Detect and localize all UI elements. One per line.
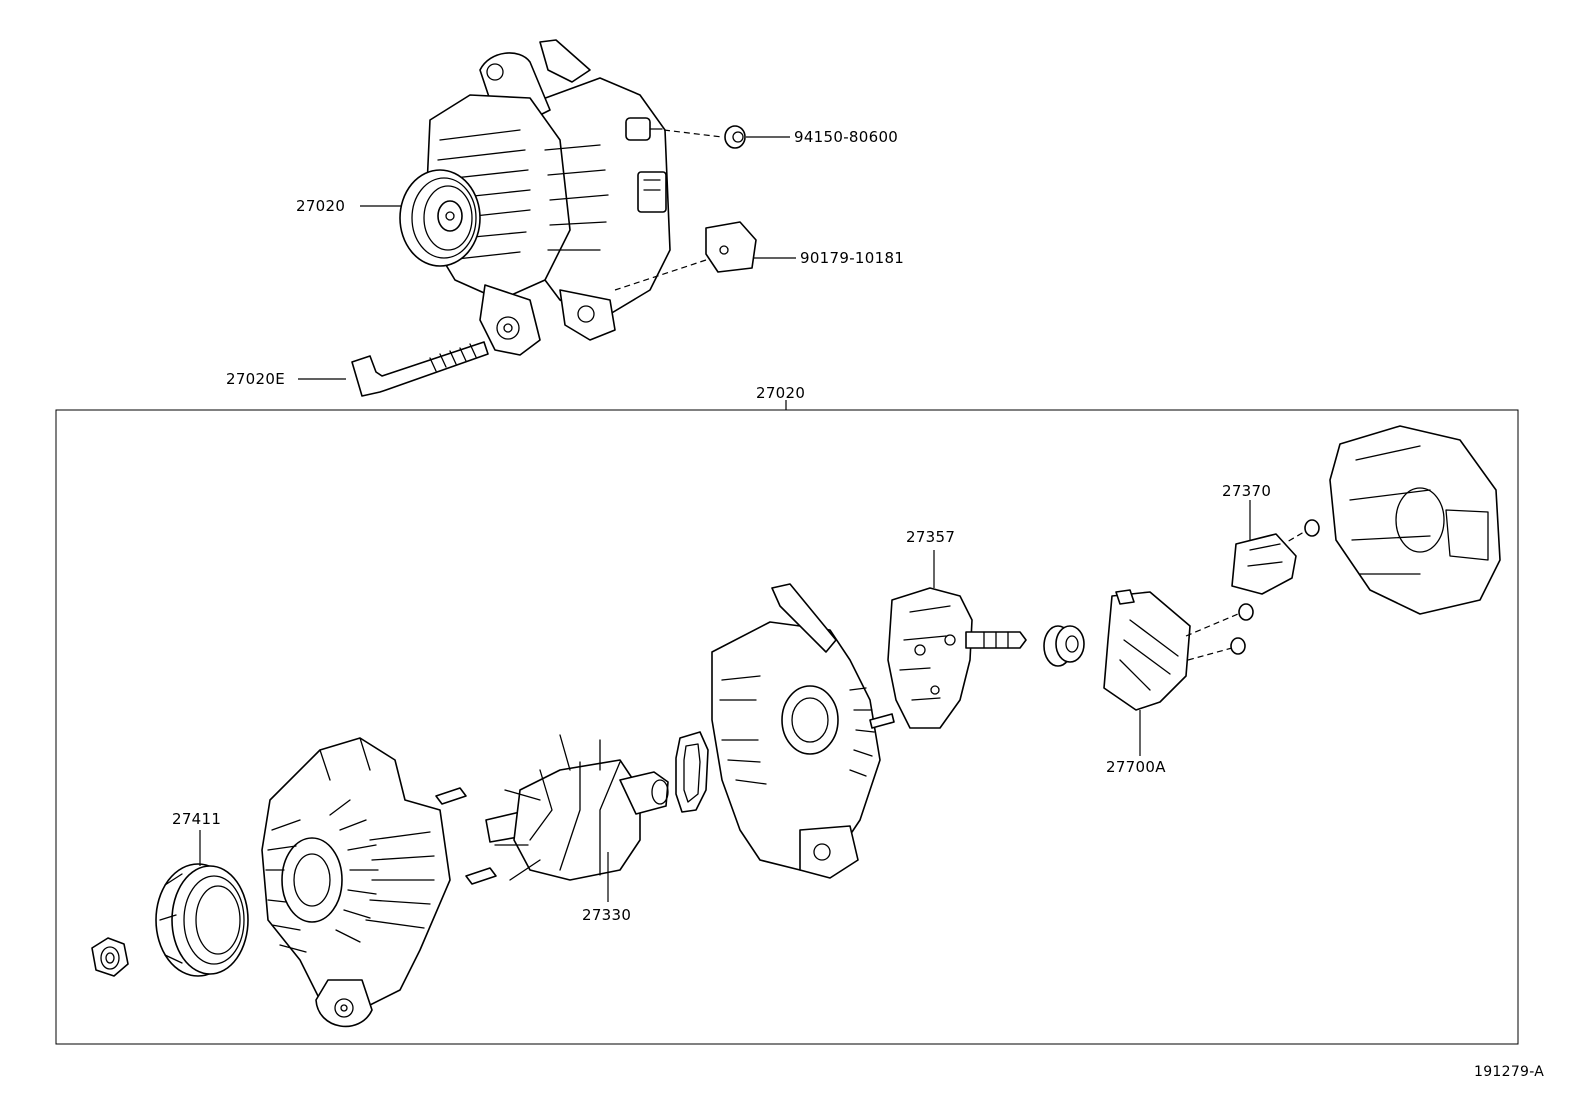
terminal-cover-part: [614, 221, 796, 291]
gasket-part: [675, 731, 709, 813]
brush-holder-part: [887, 550, 1027, 729]
regulator-part: [1103, 589, 1191, 756]
pulley-nut: [91, 937, 129, 977]
label-brush-holder: 27357: [906, 528, 955, 546]
label-regulator: 27700A: [1106, 758, 1166, 776]
label-terminal-cover: 90179-10181: [800, 249, 904, 267]
screws: [1185, 519, 1320, 661]
pulley-part: [155, 830, 249, 977]
rear-end-frame: [711, 583, 895, 879]
label-alternator-assy-top: 27020: [296, 197, 345, 215]
label-pulley: 27411: [172, 810, 221, 828]
bushing-part: [1043, 625, 1085, 667]
alternator-assembly-top: [399, 39, 671, 356]
label-rotor: 27330: [582, 906, 631, 924]
label-terminal-insulator: 27370: [1222, 482, 1271, 500]
bolt-part: [298, 341, 489, 397]
rotor-part: [485, 734, 669, 902]
terminal-insulator-part: [1231, 500, 1297, 595]
drive-end-housing: [261, 737, 497, 1028]
nut-part: [663, 125, 790, 149]
assembly-frame: [55, 409, 1519, 1045]
label-bolt: 27020E: [226, 370, 285, 388]
label-assembly-frame: 27020: [756, 384, 805, 402]
label-nut: 94150-80600: [794, 128, 898, 146]
rear-cover-part: [1329, 425, 1501, 615]
diagram-id: 191279-A: [1474, 1064, 1544, 1080]
